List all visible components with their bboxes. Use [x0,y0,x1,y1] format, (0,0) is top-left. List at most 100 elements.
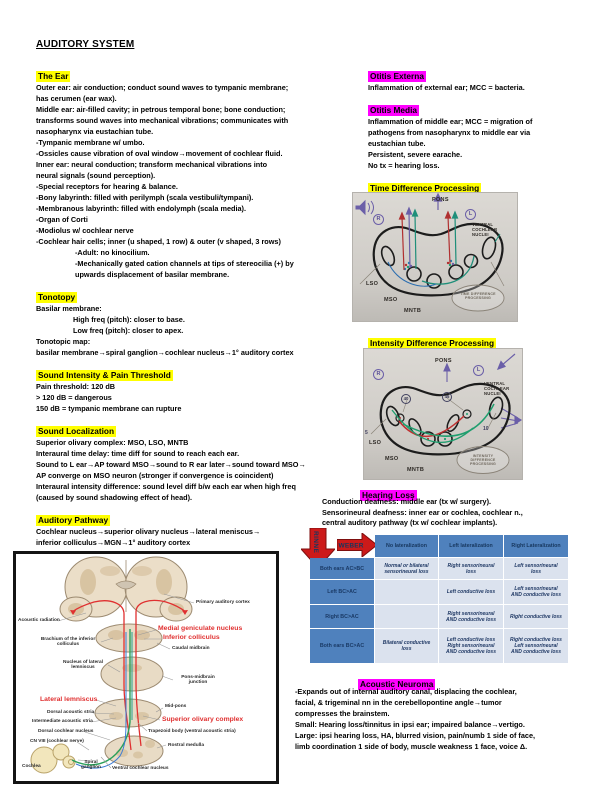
section-sound-localization: Sound Localization Superior olivary comp… [36,426,350,503]
note-line: Pain threshold: 120 dB [36,382,116,391]
acoustic-neuroma-text: -Expands out of internal auditory canal,… [295,686,535,752]
note-line: Conduction deafness: middle ear (tx w/ s… [322,497,492,506]
note-line: Inflammation of middle ear; MCC = migrat… [368,117,533,126]
table-cell: Left conductive loss [439,580,503,604]
section-heading-auditory-pathway: Auditory Pathway [36,515,111,526]
right-column: Otitis Externa Inflammation of external … [368,71,598,194]
weber-arrow: WEBER [337,533,377,557]
section-heading-time-difference: Time Difference Processing [368,183,482,194]
rostral-medulla-label: Rostral medulla [168,743,204,748]
note-line: Small: Hearing loss/tinnitus in ipsi ear… [295,720,525,729]
note-line: Cochlear nucleus→superior olivary nucleu… [36,527,261,536]
table-cell [375,580,438,604]
table-row-header: Both ears BC>AC [310,629,374,663]
auditory-pathway-figure: Primary auditory cortex Acoustic radiati… [13,551,279,784]
up-arrow-icon [433,192,443,210]
right-ear-marker: R [373,369,384,380]
hearing-loss-text: Conduction deafness: middle ear (tx w/ s… [322,497,523,529]
table-row-header: Both ears AC>BC [310,558,374,579]
lso-label: LSO [366,281,379,287]
brachium-label: Brachium of the inferior colliculus [40,637,96,648]
table-cell: Right conductive loss Left sensorineural… [504,629,568,663]
intensity-value-40: 40 [401,394,411,404]
note-line: Large: ipsi hearing loss, HA, blurred vi… [295,731,536,740]
section-otitis-media: Otitis Media Inflammation of middle ear;… [368,105,598,171]
left-column: The Ear Outer ear: air conduction; condu… [36,71,350,560]
note-line: Basilar membrane: [36,304,102,313]
note-line: Sensorineural deafness: inner ear or coc… [322,507,523,517]
note-line: Sound to L ear→AP toward MSO→sound to R … [36,460,306,469]
inferior-colliculus-label: Inferior colliculus [163,634,220,641]
diagonal-arrow-icon [496,353,516,371]
section-heading-acoustic-neuroma: Acoustic Neuroma [358,679,436,690]
dorsal-cochlear-nucleus-label: Dorsal cochlear nucleus [38,729,94,734]
caudal-midbrain-label: Caudal midbrain [172,646,210,651]
table-cell: Left sensorineural loss [504,558,568,579]
table-row-header: Right BC>AC [310,605,374,628]
note-line: neural signals (sound perception). [36,171,156,180]
red-pathway [398,415,465,437]
spiral-ganglion-label: Spiral ganglion [81,760,101,771]
table-column-header: Right Lateralization [504,535,568,557]
note-line: (caused by sound shadowing effect of hea… [36,493,193,502]
table-column-header: Left lateralization [439,535,503,557]
trapezoid-body-label: Trapezoid body (ventral acoustic stria) [148,729,236,734]
table-column-header: No lateralization [375,535,438,557]
note-line: basilar membrane→spiral ganglion→cochlea… [36,348,294,357]
note-line: -Expands out of internal auditory canal,… [295,687,517,696]
note-line: central auditory pathway (tx w/ cochlear… [322,518,498,528]
annotation-bubble [451,284,505,312]
pons-arrow-icon [443,362,451,382]
leader-lines [57,593,195,769]
note-line: Tonotopic map: [36,337,91,346]
table-cell: Left sensorineural AND conductive loss [504,580,568,604]
note-line: nasopharynx via eustachian tube. [36,127,154,136]
mntb-label: MNTB [404,308,422,314]
table-corner-cell [310,535,374,557]
section-heading-otitis-media: Otitis Media [368,105,420,116]
bubble-label: INTENSITY DIFFERENCE PROCESSING [470,454,496,467]
cn-viii-label: CN VIII (cochlear nerve) [30,739,84,744]
auditory-pathway-art [30,556,195,774]
superior-olivary-complex-label: Superior olivary complex [162,716,244,723]
note-line: -Modiolus w/ cochlear nerve [36,226,134,235]
bubble-label: TIME DIFFERENCE PROCESSING [460,292,496,301]
annotation-bubble [456,446,510,474]
note-line: inferior colliculus→MGN→1° auditory cort… [36,538,191,547]
note-line: -Special receptors for hearing & balance… [36,182,178,191]
intensity-value-5: 5 [365,430,368,436]
intensity-value-10: 10 [483,426,489,432]
section-heading-the-ear: The Ear [36,71,71,82]
pons-outline [379,382,511,456]
note-line: limb coordination 1 side of body, muscle… [295,742,528,751]
mid-pons-label: Mid-pons [165,704,187,709]
green-pathway-2 [391,409,474,443]
note-line: transforms sound waves into mechanical v… [36,116,289,125]
note-line: eustachian tube. [368,139,426,148]
note-line: -Membranous labyrinth: filled with endol… [36,204,247,213]
section-auditory-pathway: Auditory Pathway Cochlear nucleus→superi… [36,515,350,548]
note-line: Interaural intensity difference: sound l… [36,482,296,491]
lateral-lemniscus-label: Lateral lemniscus [40,696,98,703]
green-pathway [71,629,131,766]
note-line: Persistent, severe earache. [368,150,463,159]
section-heading-tonotopy: Tonotopy [36,292,78,303]
table-cell: Right conductive loss [504,605,568,628]
weber-rinne-table: No lateralization Left lateralization Ri… [310,535,568,663]
note-line: Middle ear: air-filled cavity; in petrou… [36,105,286,114]
note-line: -Bony labyrinth: filled with perilymph (… [36,193,254,202]
note-line: -Ossicles cause vibration of oval window… [36,149,283,158]
left-ear-marker: L [473,365,484,376]
section-heading-hearing-loss: Hearing Loss [360,490,417,501]
mso-label: MSO [385,456,399,462]
note-line: pathogens from nasopharynx to middle ear… [368,128,531,137]
note-line: Outer ear: air conduction; conduct sound… [36,83,289,92]
section-heading-sound-localization: Sound Localization [36,426,117,437]
section-heading-otitis-externa: Otitis Externa [368,71,426,82]
acoustic-radiation-label: Acoustic radiation [18,618,60,623]
photo-intensity-difference-sketch: R L PONS VENTRAL COCHLEAR NUCLEI 40 45 5… [363,348,523,480]
note-line: 150 dB = tympanic membrane can rupture [36,404,182,413]
weber-label: WEBER [339,543,364,550]
intensity-value-45: 45 [442,392,452,402]
